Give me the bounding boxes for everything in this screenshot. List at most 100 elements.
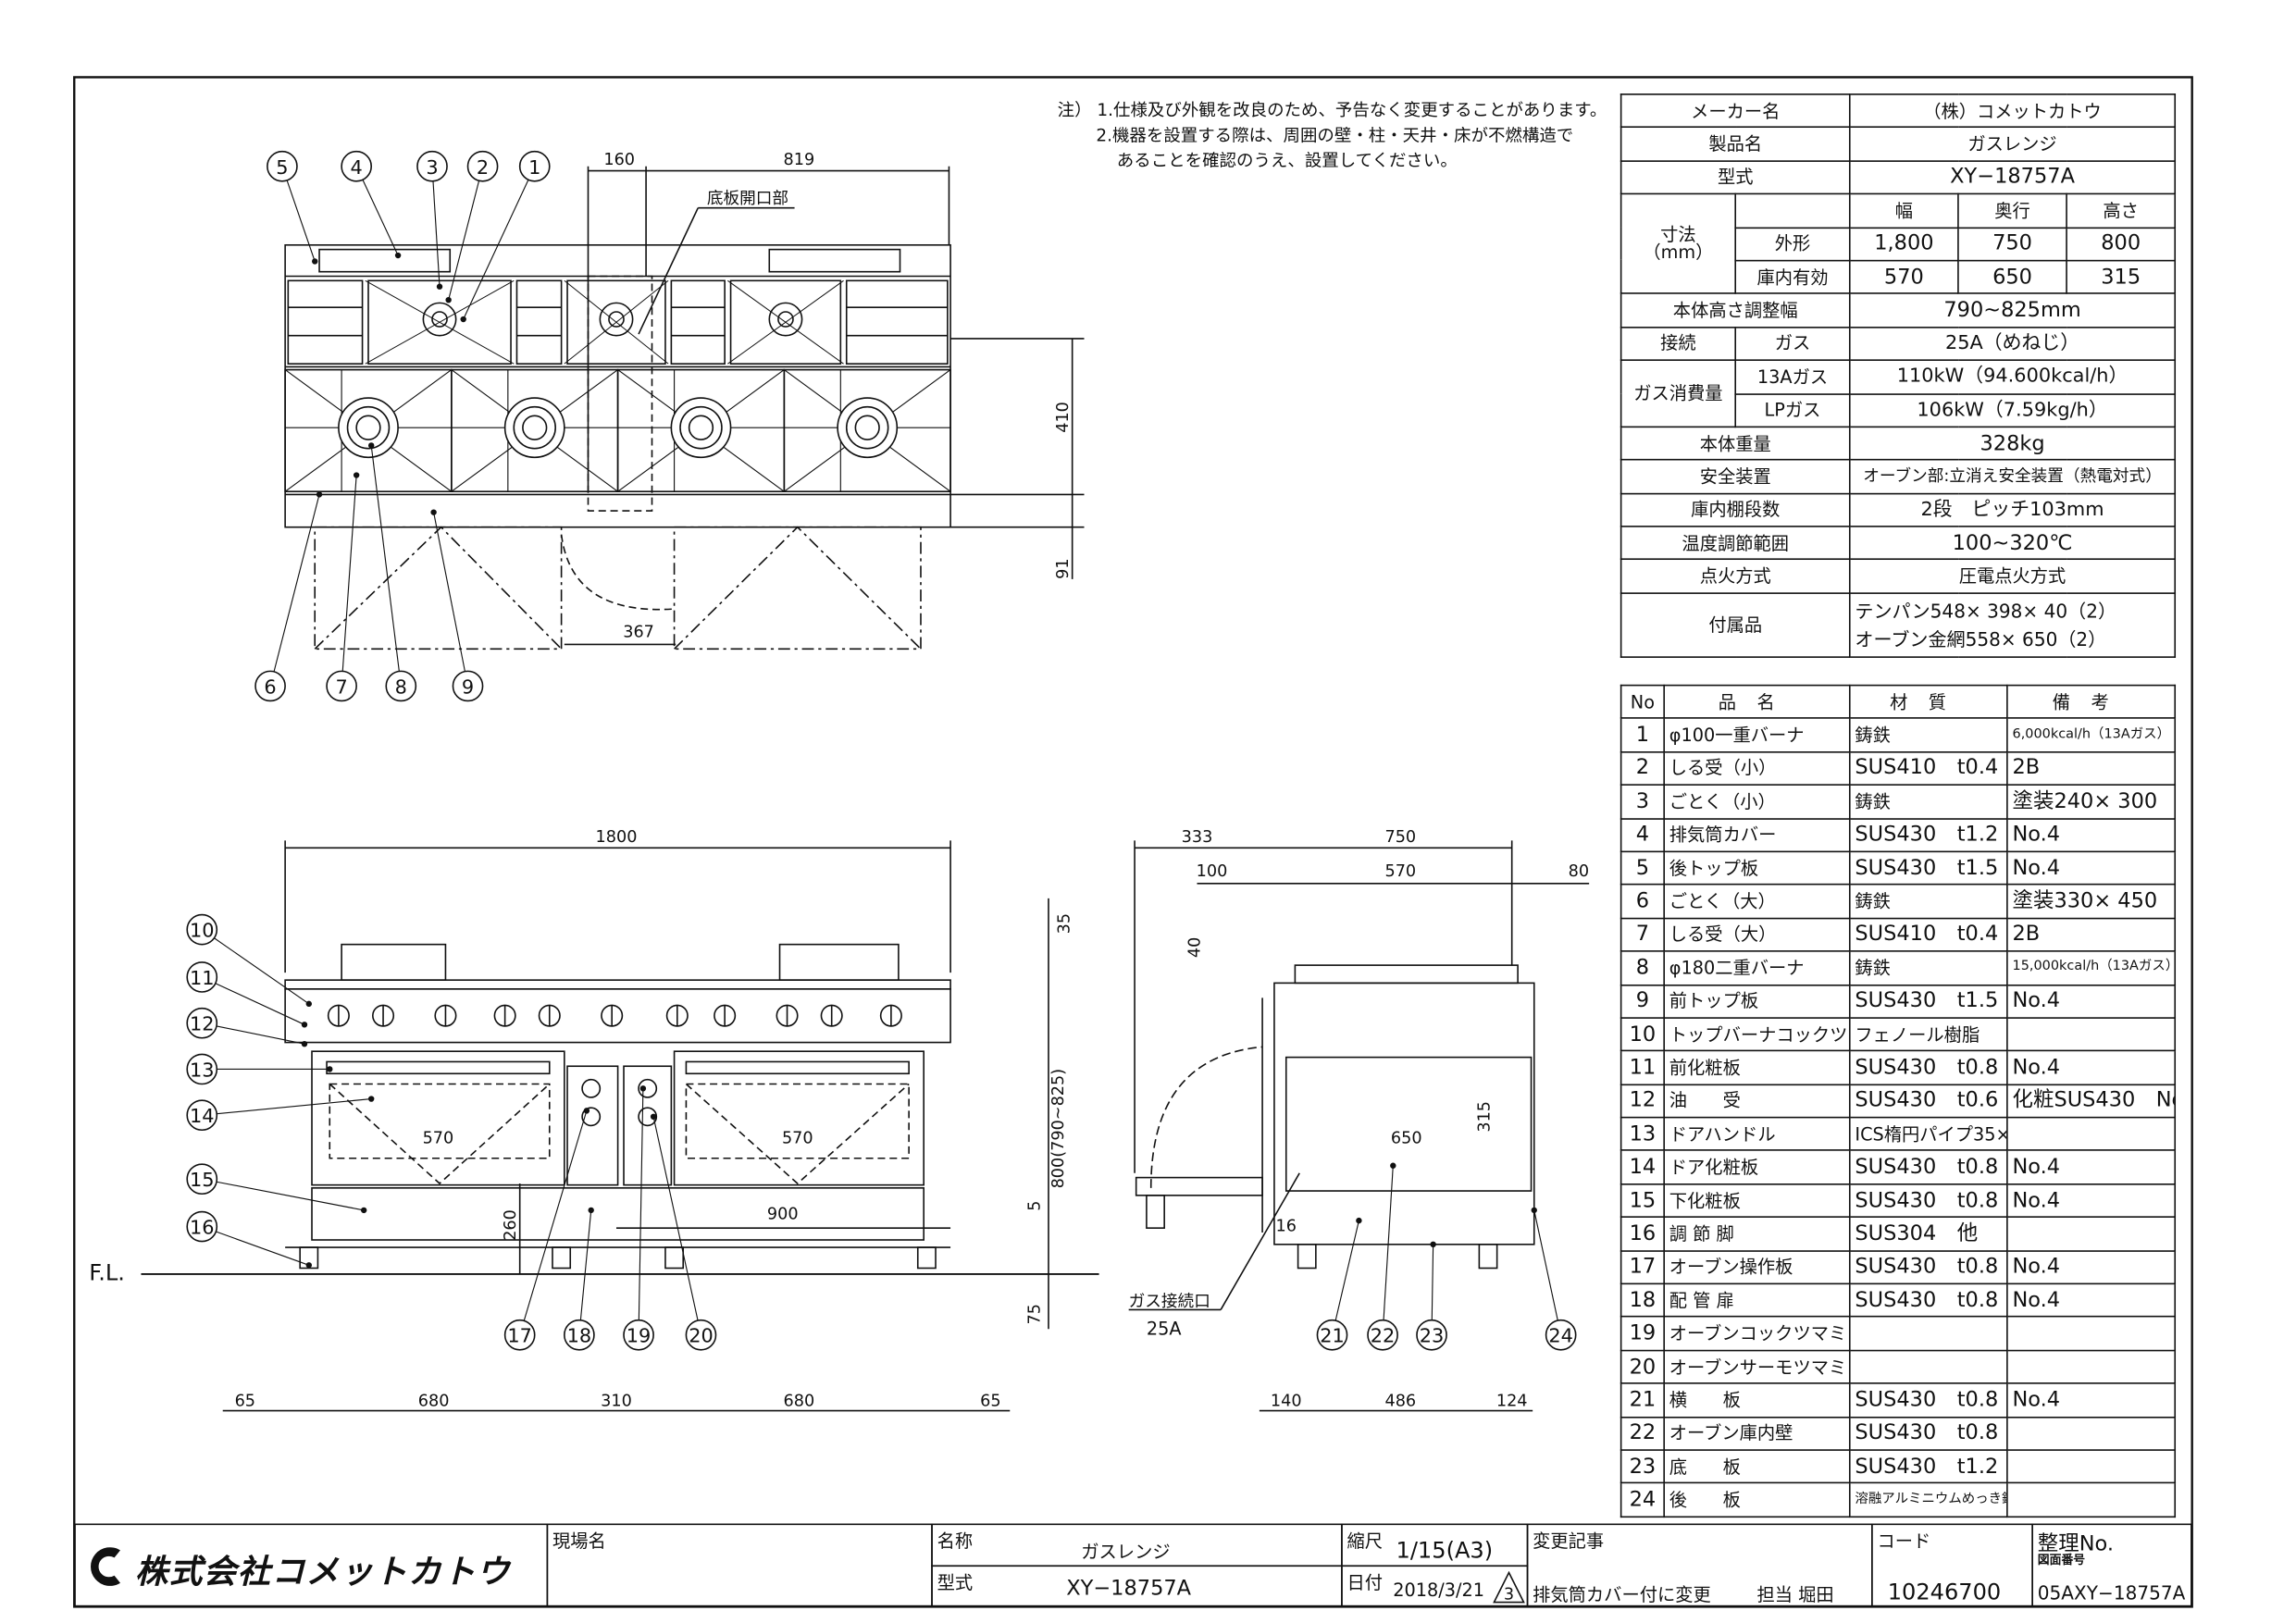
callout-5: [267, 150, 298, 182]
dim-680-right: 680: [784, 1393, 815, 1411]
dim-800: 800(790~825): [1049, 1069, 1068, 1189]
label: 製品名: [1620, 127, 1851, 162]
label: 日付: [1347, 1572, 1384, 1593]
small-burner: [599, 302, 634, 337]
consumption-13a: 110kW（94.600kcal/h）: [1849, 359, 2177, 395]
callout-number: 18: [567, 1325, 592, 1347]
large-grate: [783, 368, 951, 492]
callout-number: 21: [1320, 1325, 1345, 1347]
accessory-1: テンパン548× 398× 40（2）: [1855, 600, 2117, 623]
part-material: SUS430 t0.8: [1848, 1149, 2008, 1185]
adjustable-leg: [1478, 1244, 1498, 1270]
safety-device: オーブン部:立消え安全装置（熱電対式）: [1849, 459, 2177, 494]
small-burner: [422, 302, 457, 337]
code-cell: コード 10246700: [1871, 1523, 2033, 1607]
dim-124: 124: [1496, 1393, 1528, 1411]
dim-65-right: 65: [980, 1393, 1000, 1411]
notes: 注） 1.仕様及び外観を改良のため、予告なく変更することがあります。 2.機器を…: [1058, 98, 1607, 174]
comet-logo-icon: [91, 1547, 120, 1586]
dim-35: 35: [1055, 913, 1074, 934]
part-material: SUS410 t0.4: [1848, 750, 2008, 787]
callout-number: 1: [528, 156, 540, 179]
header-no: No: [1620, 684, 1665, 720]
label: 縮尺: [1347, 1530, 1384, 1553]
callout-2: [466, 150, 499, 182]
outer-width: 1,800: [1849, 226, 1959, 262]
code: 10246700: [1887, 1578, 2002, 1605]
part-remarks: 2B: [2006, 750, 2177, 787]
part-name: ごとく（大）: [1663, 884, 1851, 919]
callout-23: [1416, 1319, 1447, 1351]
large-burner: [522, 415, 548, 440]
header-width: 幅: [1849, 192, 1959, 229]
name: ガスレンジ: [1081, 1541, 1171, 1563]
part-remarks: [2006, 1216, 2177, 1252]
part-material: SUS430 t1.2: [1848, 817, 2008, 853]
part-remarks: [2006, 1349, 2177, 1385]
outer-height: 800: [2066, 226, 2177, 262]
part-material: SUS304 他: [1848, 1216, 2008, 1252]
part-row: 24後 板溶融アルミニウムめっき鋼板 t1.0: [1620, 1482, 2177, 1518]
oven-control-panel-2: [623, 1065, 673, 1186]
dim-260: 260: [502, 1209, 520, 1241]
dim-1800: 1800: [596, 828, 638, 847]
part-name: ドアハンドル: [1663, 1116, 1851, 1152]
change-cell: 変更記事排気筒カバー付に変更担当 堀田: [1526, 1523, 1873, 1607]
label: コード: [1877, 1530, 1931, 1553]
label: 本体高さ調整幅: [1620, 292, 1851, 328]
product: ガスレンジ: [1849, 127, 2177, 162]
dim-unit: （mm）: [1643, 242, 1714, 264]
exhaust-left: [341, 943, 447, 981]
date: 2018/3/21: [1393, 1580, 1485, 1601]
callout-11: [186, 961, 218, 993]
callout-18: [564, 1319, 595, 1351]
model: XY−18757A: [1066, 1577, 1192, 1601]
dim-100: 100: [1197, 862, 1228, 881]
dim-680-left: 680: [418, 1393, 450, 1411]
gas-connection-size: 25A: [1147, 1319, 1182, 1340]
note-2: 2.機器を設置する際は、周囲の壁・柱・天井・床が不燃構造で: [1096, 124, 1574, 146]
callout-10: [186, 913, 218, 946]
note-2-cont: あることを確認のうえ、設置してください。: [1116, 150, 1458, 171]
callout-16: [186, 1210, 218, 1243]
part-no: 16: [1620, 1216, 1665, 1252]
blank-plate: [670, 279, 726, 365]
label: 温度調節範囲: [1620, 526, 1851, 561]
part-no: 18: [1620, 1282, 1665, 1319]
part-remarks: 15,000kcal/h（13Aガス）: [2006, 950, 2177, 985]
large-burner: [854, 415, 880, 440]
part-material: ICS楕円パイプ35×19: [1848, 1116, 2008, 1152]
blank: [1734, 192, 1851, 229]
part-no: 14: [1620, 1149, 1665, 1185]
part-remarks: No.4: [2006, 1282, 2177, 1319]
callout-number: 11: [190, 967, 215, 989]
small-grate: [566, 279, 666, 365]
part-name: 油 受: [1663, 1083, 1851, 1119]
person: 担当 堀田: [1756, 1584, 1834, 1605]
part-no: 11: [1620, 1050, 1665, 1085]
part-name: しる受（小）: [1663, 750, 1851, 787]
small-burner: [768, 302, 803, 337]
part-remarks: [2006, 1116, 2177, 1152]
blank-plate: [287, 279, 364, 365]
part-remarks: 塗装240× 300: [2006, 784, 2177, 820]
part-no: 13: [1620, 1116, 1665, 1152]
front-view: F.L. 1800 35 570 570 900 260 5 800(790~8…: [89, 828, 1099, 1412]
callout-number: 17: [507, 1325, 532, 1347]
part-material: 鋳鉄: [1848, 784, 2008, 820]
callout-22: [1367, 1319, 1398, 1351]
outer-depth: 750: [1957, 226, 2067, 262]
dim-80: 80: [1569, 862, 1589, 881]
part-remarks: No.4: [2006, 984, 2177, 1019]
part-no: 4: [1620, 817, 1665, 853]
callout-8: [385, 670, 417, 702]
note-1: 注） 1.仕様及び外観を改良のため、予告なく変更することがあります。: [1057, 99, 1607, 120]
